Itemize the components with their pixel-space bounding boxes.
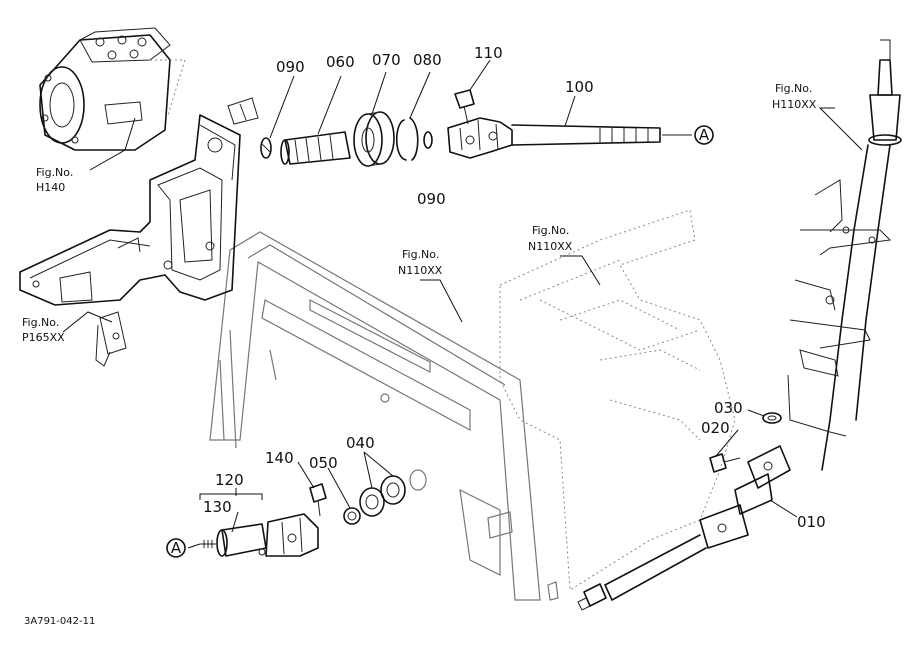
bolt-110[interactable]: [454, 89, 475, 125]
part-label-080: 080: [413, 51, 442, 69]
part-label-140: 140: [265, 449, 294, 467]
part-label-060: 060: [326, 53, 355, 71]
steering-shaft-100[interactable]: [511, 124, 692, 146]
snap-ring-090-top[interactable]: [260, 137, 272, 159]
fig-ref-p165-line2: P165XX: [22, 331, 65, 344]
fig-ref-n110-left[interactable]: Fig.No. N110XX: [398, 248, 443, 277]
part-label-070: 070: [372, 51, 401, 69]
washer-030[interactable]: [762, 412, 782, 424]
bolt-020[interactable]: [709, 453, 741, 473]
part-label-020: 020: [701, 419, 730, 437]
ghost-ring: [409, 469, 427, 491]
bearing-070[interactable]: [353, 111, 395, 167]
circlip-080[interactable]: [395, 117, 419, 161]
part-label-130: 130: [203, 498, 232, 516]
part-label-090-mid: 090: [417, 190, 446, 208]
part-label-040: 040: [346, 434, 375, 452]
intermediate-shaft-010[interactable]: [577, 445, 791, 611]
connector-a-top: A: [694, 125, 714, 145]
fig-ref-h110-line2: H110XX: [772, 98, 817, 111]
part-label-030: 030: [714, 399, 743, 417]
fig-ref-n110-left-line1: Fig.No.: [402, 248, 439, 261]
fig-ref-h140-line1: Fig.No.: [36, 166, 73, 179]
universal-joint-upper[interactable]: [447, 117, 513, 159]
hydraulic-steering-unit: [39, 27, 259, 151]
fig-ref-p165[interactable]: Fig.No. P165XX: [22, 316, 65, 344]
part-label-050: 050: [309, 454, 338, 472]
part-label-120: 120: [215, 471, 244, 489]
spline-shaft-060[interactable]: [280, 131, 351, 165]
dashboard-panel: [499, 209, 736, 591]
fig-ref-n110-left-line2: N110XX: [398, 264, 443, 277]
connector-a-top-label: A: [699, 126, 710, 144]
bolt-140[interactable]: [309, 483, 327, 517]
part-label-100: 100: [565, 78, 594, 96]
fig-ref-h110-line1: Fig.No.: [775, 82, 812, 95]
fig-ref-h140-line2: H140: [36, 181, 65, 194]
fig-ref-n110-right[interactable]: Fig.No. N110XX: [528, 224, 573, 253]
part-label-010: 010: [797, 513, 826, 531]
washer-040-b[interactable]: [380, 475, 406, 505]
mounting-bracket: [19, 114, 241, 367]
small-ring-090[interactable]: [423, 131, 433, 149]
connector-a-bottom: A: [166, 538, 186, 558]
part-label-110: 110: [474, 44, 503, 62]
cab-frame: [209, 231, 559, 601]
steering-column-tower: [787, 39, 902, 471]
fig-ref-n110-right-line2: N110XX: [528, 240, 573, 253]
leader-lines: [62, 59, 863, 549]
fig-ref-h140[interactable]: Fig.No. H140: [36, 166, 73, 194]
ring-050[interactable]: [343, 507, 361, 525]
fig-ref-p165-line1: Fig.No.: [22, 316, 59, 329]
part-label-090-top: 090: [276, 58, 305, 76]
connector-a-bottom-label: A: [171, 539, 182, 557]
drawing-code: 3A791-042-11: [24, 616, 95, 627]
fig-ref-n110-right-line1: Fig.No.: [532, 224, 569, 237]
fig-ref-h110[interactable]: Fig.No. H110XX: [772, 82, 817, 111]
universal-joint-120[interactable]: [258, 513, 319, 557]
